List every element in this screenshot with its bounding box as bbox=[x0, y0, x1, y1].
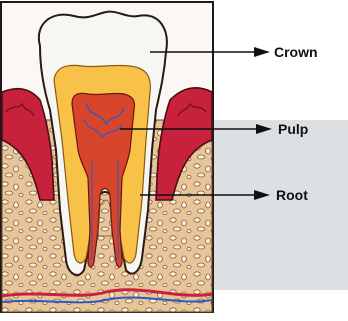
crown-label: Crown bbox=[274, 44, 318, 60]
illustration-frame bbox=[1, 2, 213, 312]
root-label: Root bbox=[276, 187, 308, 203]
pulp-label: Pulp bbox=[278, 121, 308, 137]
